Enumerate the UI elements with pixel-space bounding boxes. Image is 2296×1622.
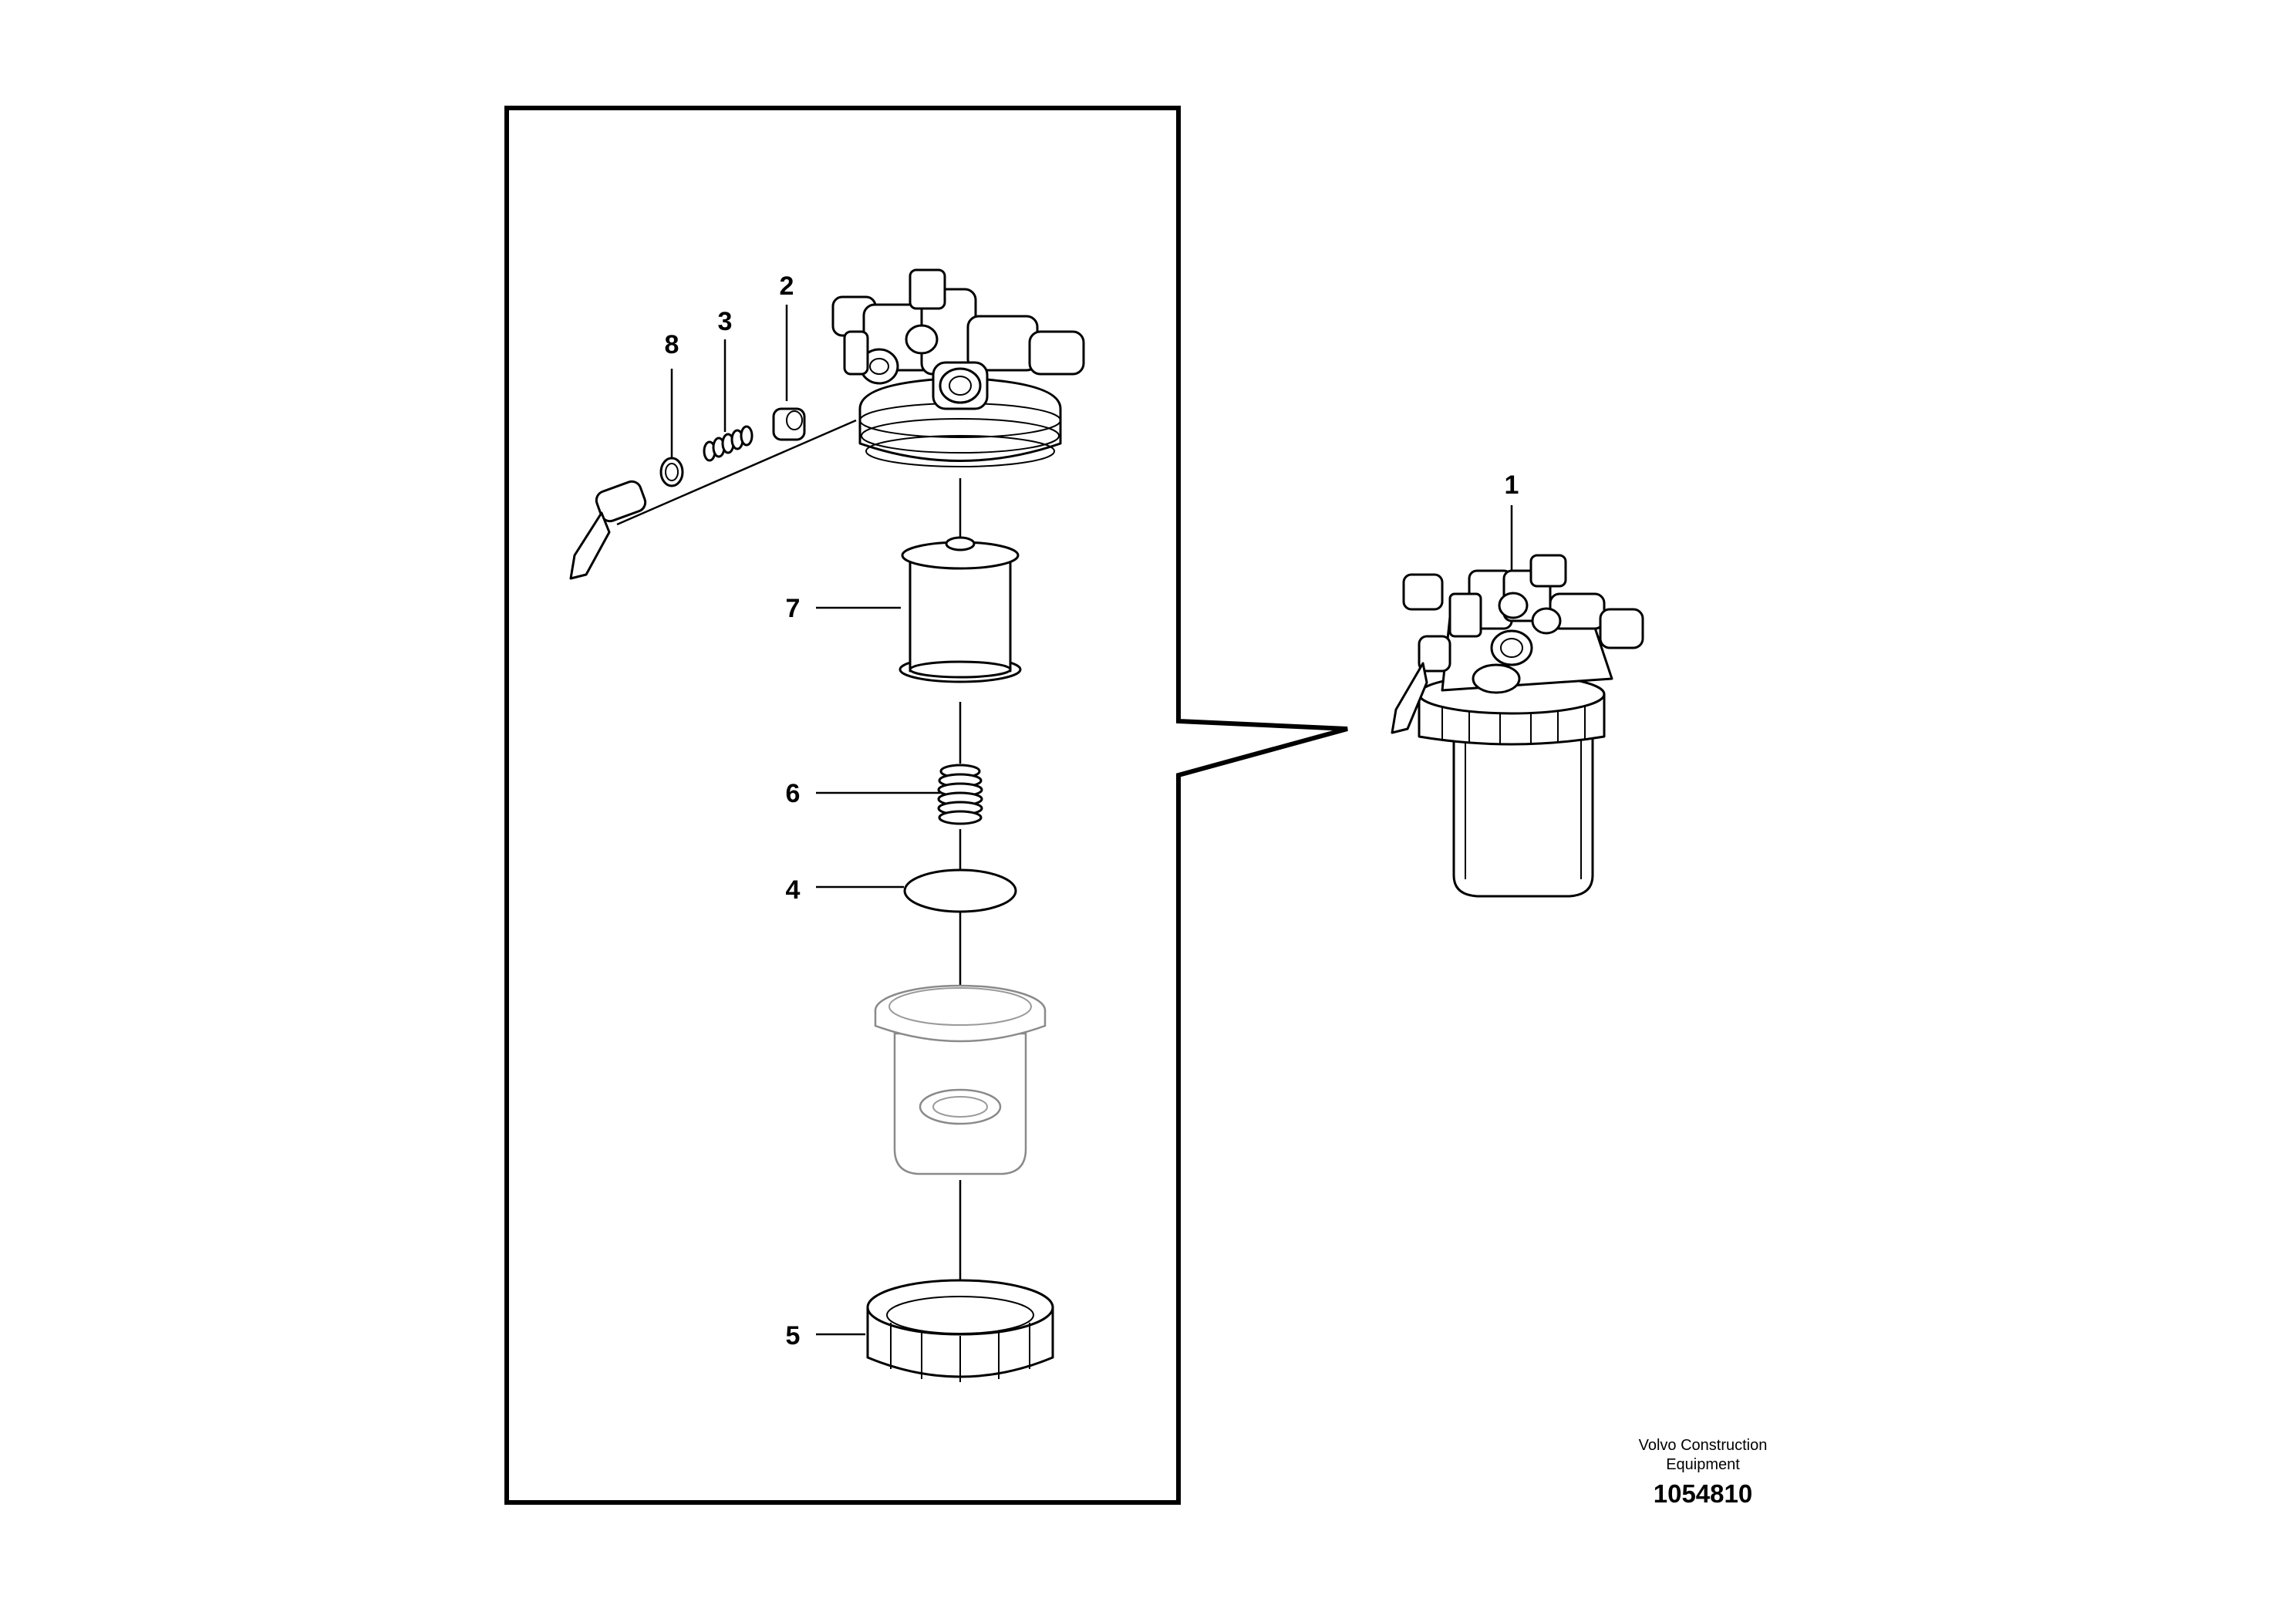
company-name-line2: Equipment <box>1666 1456 1740 1473</box>
callout-label-1: 1 <box>1505 470 1519 500</box>
part-2-valve <box>772 407 806 441</box>
callout-label-7: 7 <box>786 594 801 623</box>
part-1-assembled-filter <box>1391 554 1644 898</box>
part-5-ring-nut <box>866 1279 1054 1382</box>
callout-frame <box>504 106 1348 1505</box>
leader-lines <box>616 305 1513 1346</box>
drain-lever <box>569 480 647 580</box>
company-name-line1: Volvo Construction <box>1639 1437 1768 1454</box>
callout-label-5: 5 <box>786 1321 801 1351</box>
filter-head <box>831 268 1085 467</box>
callout-label-8: 8 <box>665 330 679 359</box>
part-8-o-ring <box>659 457 684 487</box>
callout-label-2: 2 <box>780 271 794 301</box>
callout-label-4: 4 <box>786 875 801 905</box>
filter-bowl <box>874 984 1047 1175</box>
drawing-number: 1054810 <box>1654 1479 1752 1508</box>
part-3-spring <box>703 425 754 462</box>
part-4-o-ring <box>903 868 1017 913</box>
callout-label-6: 6 <box>786 779 801 808</box>
part-7-filter-element <box>899 536 1022 683</box>
part-6-spring <box>937 764 983 825</box>
callout-label-3: 3 <box>718 307 733 336</box>
